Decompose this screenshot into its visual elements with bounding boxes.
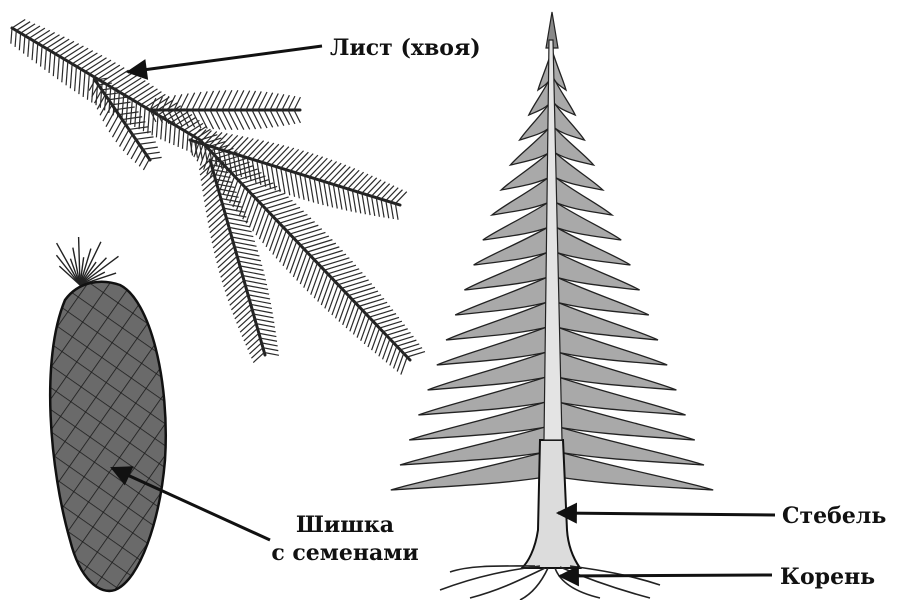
tree-roots	[440, 566, 660, 600]
label-leaf: Лист (хвоя)	[330, 35, 481, 61]
leaf-pointer-arrow	[128, 46, 322, 72]
label-cone-line1: Шишка	[296, 512, 394, 538]
label-root: Корень	[780, 564, 875, 590]
spruce-tree-illustration	[391, 12, 713, 600]
spruce-cone-illustration	[50, 237, 166, 591]
label-stem: Стебель	[782, 503, 886, 529]
root-pointer-arrow	[560, 575, 772, 576]
stem-pointer-arrow	[558, 513, 775, 515]
label-cone-line2: с семенами	[271, 540, 418, 566]
